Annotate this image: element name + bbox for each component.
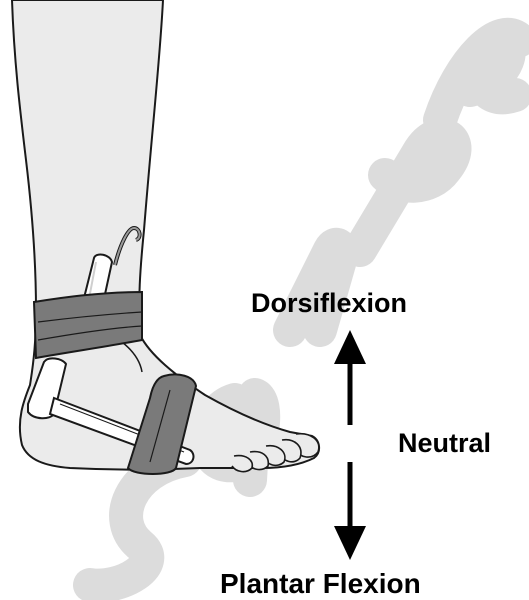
dorsiflexion-label: Dorsiflexion xyxy=(251,290,407,317)
arrow-up-icon xyxy=(334,330,366,425)
plantar-flexion-label: Plantar Flexion xyxy=(220,570,421,598)
watermark-stroke-p xyxy=(360,135,455,250)
arrow-down-icon xyxy=(334,462,366,560)
watermark-stroke-s xyxy=(90,460,185,586)
toe-5 xyxy=(232,456,252,472)
neutral-label: Neutral xyxy=(398,430,491,457)
watermark-stroke-e xyxy=(470,40,515,97)
arrow-down-head xyxy=(334,526,366,560)
arrow-up-head xyxy=(334,330,366,364)
